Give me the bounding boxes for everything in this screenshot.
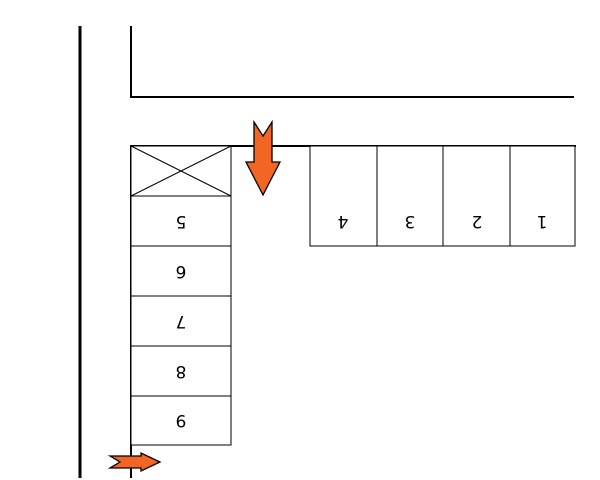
space-label: 6 xyxy=(176,261,187,281)
parking-space-7[interactable]: 7 xyxy=(130,295,232,347)
space-label: 4 xyxy=(338,211,349,231)
blocked-space xyxy=(130,145,232,197)
space-label: 9 xyxy=(176,410,187,430)
space-label: 3 xyxy=(405,211,416,231)
parking-space-9[interactable]: 9 xyxy=(130,395,232,446)
space-label: 8 xyxy=(176,361,187,381)
space-label: 7 xyxy=(176,311,187,331)
building-outline xyxy=(130,26,574,98)
space-label: 5 xyxy=(176,211,187,231)
parking-space-8[interactable]: 8 xyxy=(130,345,232,397)
entrance-arrow-icon xyxy=(244,119,282,197)
space-label: 1 xyxy=(537,211,548,231)
side-column-spaces: 5 6 7 8 9 xyxy=(130,195,232,446)
parking-space-2[interactable]: 2 xyxy=(442,145,511,247)
parking-space-6[interactable]: 6 xyxy=(130,245,232,297)
space-label: 2 xyxy=(472,211,483,231)
exit-arrow-icon xyxy=(107,451,162,473)
parking-space-5[interactable]: 5 xyxy=(130,195,232,247)
parking-space-1[interactable]: 1 xyxy=(509,145,576,247)
parking-space-4[interactable]: 4 xyxy=(309,145,378,247)
parking-space-3[interactable]: 3 xyxy=(376,145,444,247)
blocked-cross-line xyxy=(130,145,232,197)
top-row-spaces: 4 3 2 1 xyxy=(309,145,576,247)
